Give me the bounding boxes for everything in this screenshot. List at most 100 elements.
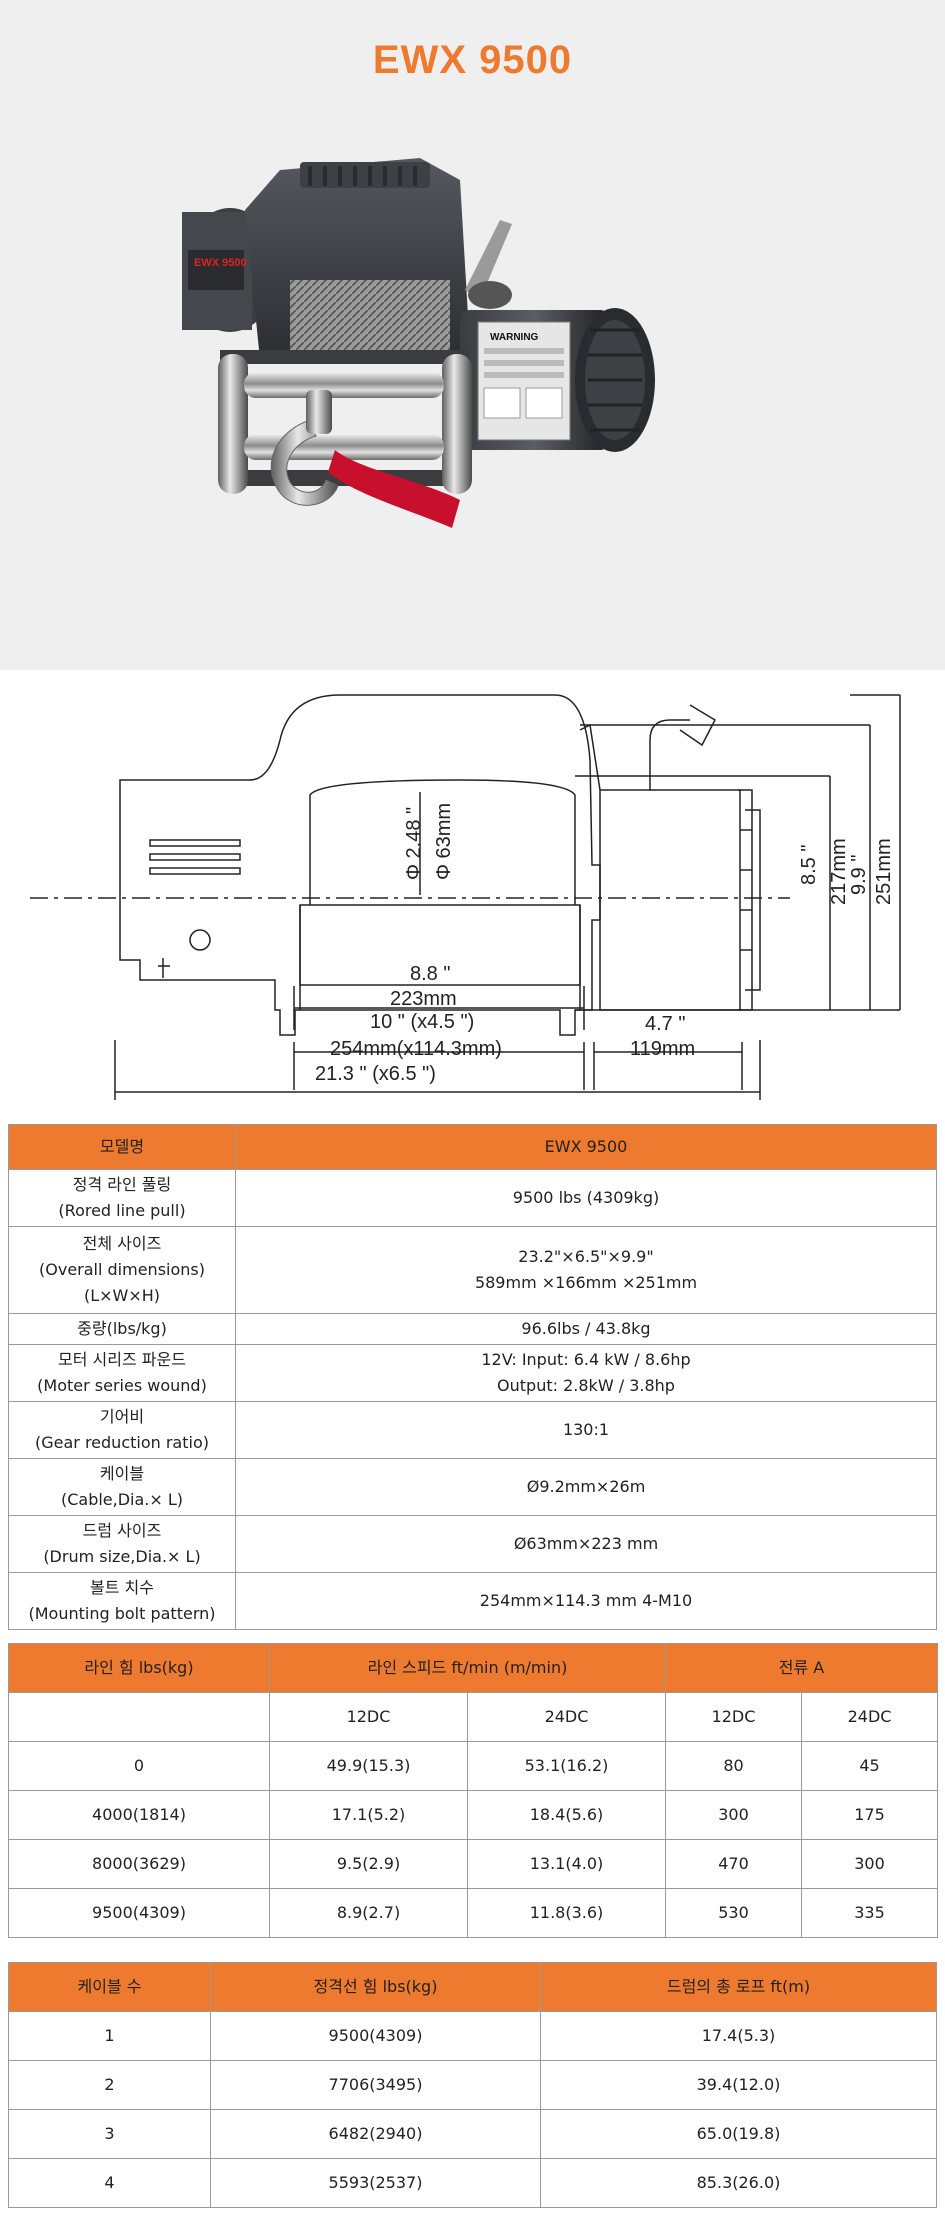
table-cell: 8.9(2.7) bbox=[269, 1888, 468, 1938]
table-cell: 85.3(26.0) bbox=[540, 2158, 937, 2208]
table-cell: 1 bbox=[8, 2011, 211, 2061]
table-cell: 7706(3495) bbox=[210, 2060, 541, 2110]
dimension-drawing: Φ 2.48 " Φ 63mm 8.8 " 223mm 10 " (x4.5 "… bbox=[30, 694, 901, 1100]
cable-header-cell: 정격선 힘 lbs(kg) bbox=[210, 1962, 541, 2012]
table-cell: 49.9(15.3) bbox=[269, 1741, 468, 1791]
table-cell: 9500(4309) bbox=[210, 2011, 541, 2061]
line-subheader-cell: 24DC bbox=[467, 1692, 666, 1742]
table-cell: 5593(2537) bbox=[210, 2158, 541, 2208]
line-header-row: 라인 힘 lbs(kg)라인 스피드 ft/min (m/min)전류 A bbox=[8, 1643, 939, 1693]
dim-h1-in: 8.5 " bbox=[798, 845, 820, 885]
spec-value: 23.2"×6.5"×9.9"589mm ×166mm ×251mm bbox=[235, 1226, 937, 1314]
spec-label: 정격 라인 풀링(Rored line pull) bbox=[8, 1169, 236, 1227]
spec-value: Ø9.2mm×26m bbox=[235, 1458, 937, 1516]
winch-product-image: EWX 9500 WARNING bbox=[182, 158, 655, 528]
spec-label: 볼트 치수(Mounting bolt pattern) bbox=[8, 1572, 236, 1630]
line-header-current: 전류 A bbox=[664, 1643, 939, 1693]
product-hero: EWX 9500 EWX 9500 bbox=[0, 0, 945, 670]
spec-value: 9500 lbs (4309kg) bbox=[235, 1169, 937, 1227]
dim-drum-dia-in: Φ 2.48 " bbox=[403, 807, 425, 880]
dim-h2-in: 9.9 " bbox=[848, 855, 870, 895]
table-cell: 3 bbox=[8, 2109, 211, 2159]
dim-motor-mm: 119mm bbox=[630, 1038, 695, 1060]
dim-drum-len-in: 8.8 " bbox=[410, 963, 450, 985]
table-cell: 4 bbox=[8, 2158, 211, 2208]
table-cell: 17.4(5.3) bbox=[540, 2011, 937, 2061]
spec-header-value: EWX 9500 bbox=[235, 1124, 937, 1170]
dim-motor-in: 4.7 " bbox=[645, 1013, 685, 1035]
dim-drum-dia-mm: Φ 63mm bbox=[433, 803, 455, 880]
product-title: EWX 9500 bbox=[372, 38, 573, 82]
table-cell: 4000(1814) bbox=[8, 1790, 270, 1840]
table-cell: 17.1(5.2) bbox=[269, 1790, 468, 1840]
spec-label: 중량(lbs/kg) bbox=[8, 1313, 236, 1345]
spec-value: 96.6lbs / 43.8kg bbox=[235, 1313, 937, 1345]
line-header-speed: 라인 스피드 ft/min (m/min) bbox=[269, 1643, 666, 1693]
dim-bolt-mm: 254mm(x114.3mm) bbox=[330, 1038, 502, 1060]
line-subheader-cell: 12DC bbox=[269, 1692, 468, 1742]
spec-value: 130:1 bbox=[235, 1401, 937, 1459]
line-subheader-cell: 24DC bbox=[800, 1692, 939, 1742]
warning-label: WARNING bbox=[490, 332, 539, 343]
table-cell: 11.8(3.6) bbox=[467, 1888, 666, 1938]
cable-header-cell: 케이블 수 bbox=[8, 1962, 211, 2012]
line-subheader-cell: 12DC bbox=[665, 1692, 802, 1742]
table-cell: 8000(3629) bbox=[8, 1839, 270, 1889]
table-cell: 175 bbox=[800, 1790, 939, 1840]
spec-row: 기어비(Gear reduction ratio)130:1 bbox=[8, 1401, 937, 1459]
table-cell: 300 bbox=[800, 1839, 939, 1889]
dim-overall-in: 21.3 " (x6.5 ") bbox=[315, 1063, 436, 1085]
winch-badge: EWX 9500 bbox=[194, 257, 247, 269]
dim-h1-mm: 217mm bbox=[828, 838, 850, 905]
dim-drum-len-mm: 223mm bbox=[390, 988, 457, 1010]
spec-label: 케이블(Cable,Dia.× L) bbox=[8, 1458, 236, 1516]
spec-row: 정격 라인 풀링(Rored line pull)9500 lbs (4309k… bbox=[8, 1169, 937, 1227]
spec-label: 전체 사이즈(Overall dimensions)(L×W×H) bbox=[8, 1226, 236, 1314]
table-cell: 45 bbox=[800, 1741, 939, 1791]
dim-h2-mm: 251mm bbox=[873, 838, 895, 905]
spec-value: 254mm×114.3 mm 4-M10 bbox=[235, 1572, 937, 1630]
table-cell: 2 bbox=[8, 2060, 211, 2110]
table-cell: 470 bbox=[665, 1839, 802, 1889]
table-cell: 6482(2940) bbox=[210, 2109, 541, 2159]
spec-header-label: 모델명 bbox=[8, 1124, 236, 1170]
table-cell: 9.5(2.9) bbox=[269, 1839, 468, 1889]
spec-row: 볼트 치수(Mounting bolt pattern)254mm×114.3 … bbox=[8, 1572, 937, 1630]
table-cell: 9500(4309) bbox=[8, 1888, 270, 1938]
cable-header-cell: 드럼의 총 로프 ft(m) bbox=[540, 1962, 937, 2012]
table-cell: 530 bbox=[665, 1888, 802, 1938]
table-cell: 300 bbox=[665, 1790, 802, 1840]
table-cell: 0 bbox=[8, 1741, 270, 1791]
table-cell: 65.0(19.8) bbox=[540, 2109, 937, 2159]
spec-label: 기어비(Gear reduction ratio) bbox=[8, 1401, 236, 1459]
table-cell: 39.4(12.0) bbox=[540, 2060, 937, 2110]
table-cell: 13.1(4.0) bbox=[467, 1839, 666, 1889]
dim-bolt-in: 10 " (x4.5 ") bbox=[370, 1011, 474, 1033]
spec-label: 모터 시리즈 파운드(Moter series wound) bbox=[8, 1344, 236, 1402]
line-subheader-cell bbox=[8, 1692, 270, 1742]
table-cell: 18.4(5.6) bbox=[467, 1790, 666, 1840]
spec-value: Ø63mm×223 mm bbox=[235, 1515, 937, 1573]
table-cell: 335 bbox=[800, 1888, 939, 1938]
table-cell: 80 bbox=[665, 1741, 802, 1791]
spec-row: 케이블(Cable,Dia.× L)Ø9.2mm×26m bbox=[8, 1458, 937, 1516]
spec-row: 중량(lbs/kg)96.6lbs / 43.8kg bbox=[8, 1313, 937, 1345]
spec-label: 드럼 사이즈(Drum size,Dia.× L) bbox=[8, 1515, 236, 1573]
table-cell: 53.1(16.2) bbox=[467, 1741, 666, 1791]
spec-row: 전체 사이즈(Overall dimensions)(L×W×H)23.2"×6… bbox=[8, 1226, 937, 1314]
